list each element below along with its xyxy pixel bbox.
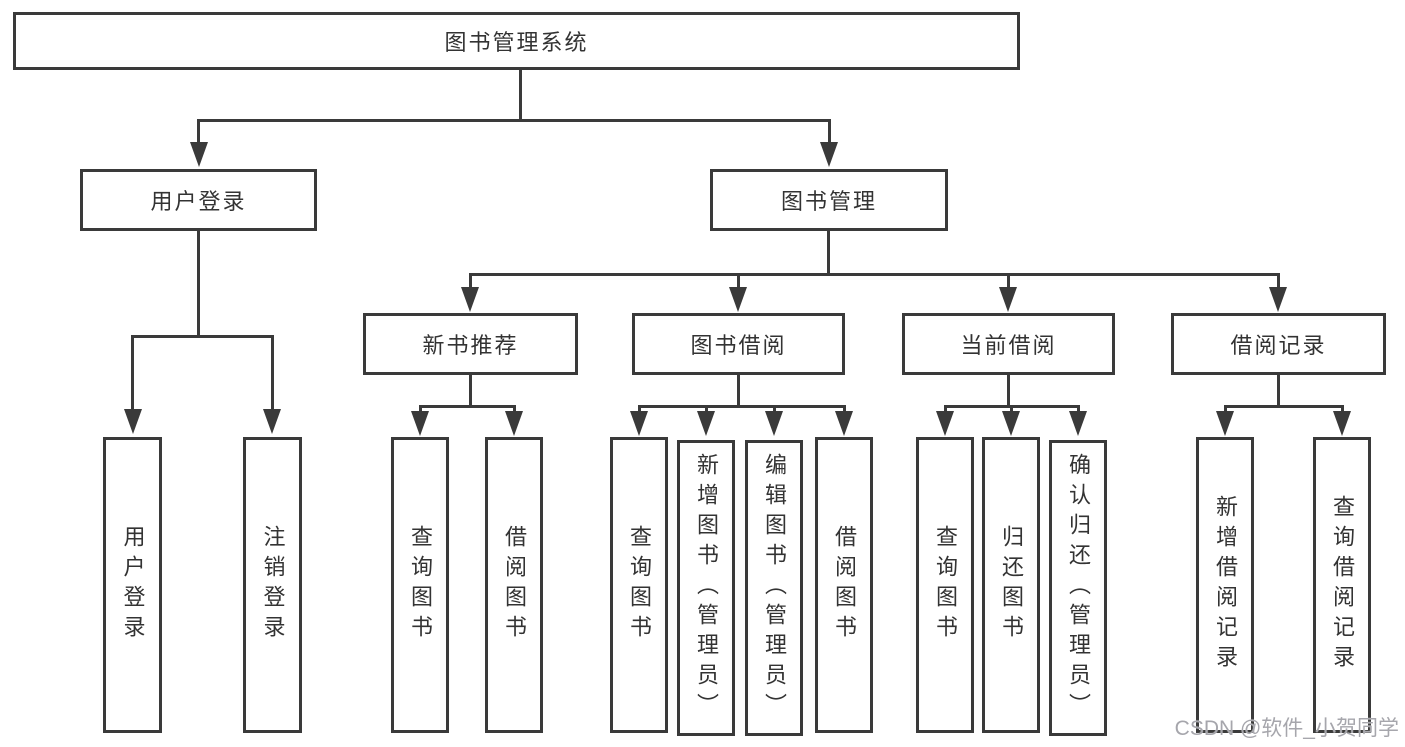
- connector-line: [131, 335, 134, 410]
- connector-line: [1277, 375, 1280, 407]
- node-root-library-system: 图书管理系统: [13, 12, 1020, 70]
- node-borrow-records: 借阅记录: [1171, 313, 1386, 375]
- leaf-query-books-3: 查询图书: [916, 437, 974, 733]
- arrow-down-icon: [697, 411, 715, 436]
- node-new-book-recommend: 新书推荐: [363, 313, 578, 375]
- connector-line: [1077, 405, 1080, 413]
- leaf-borrow-books-2: 借阅图书: [815, 437, 873, 733]
- arrow-down-icon: [124, 409, 142, 434]
- leaf-add-books-admin: 新增图书（管理员）: [677, 440, 735, 736]
- arrow-down-icon: [263, 409, 281, 434]
- connector-line: [1010, 405, 1013, 413]
- arrow-down-icon: [505, 411, 523, 436]
- connector-line: [1007, 273, 1010, 289]
- connector-line: [419, 405, 516, 408]
- arrow-down-icon: [999, 287, 1017, 312]
- arrow-down-icon: [411, 411, 429, 436]
- leaf-query-books-2: 查询图书: [610, 437, 668, 733]
- connector-line: [1341, 405, 1344, 413]
- connector-line: [638, 405, 641, 413]
- leaf-borrow-books-1: 借阅图书: [485, 437, 543, 733]
- connector-line: [519, 70, 522, 122]
- connector-line: [1007, 375, 1010, 407]
- connector-line: [705, 405, 708, 413]
- connector-line: [197, 231, 200, 337]
- arrow-down-icon: [1216, 411, 1234, 436]
- connector-line: [469, 273, 1280, 276]
- connector-line: [513, 405, 516, 413]
- arrow-down-icon: [765, 411, 783, 436]
- arrow-down-icon: [835, 411, 853, 436]
- leaf-query-borrow-record: 查询借阅记录: [1313, 437, 1371, 733]
- connector-line: [131, 335, 274, 338]
- connector-line: [469, 273, 472, 289]
- leaf-confirm-return-admin: 确认归还（管理员）: [1049, 440, 1107, 736]
- arrow-down-icon: [1069, 411, 1087, 436]
- connector-line: [1224, 405, 1344, 408]
- leaf-edit-books-admin: 编辑图书（管理员）: [745, 440, 803, 736]
- arrow-down-icon: [1002, 411, 1020, 436]
- arrow-down-icon: [1333, 411, 1351, 436]
- arrow-down-icon: [936, 411, 954, 436]
- leaf-return-books: 归还图书: [982, 437, 1040, 733]
- connector-line: [944, 405, 947, 413]
- leaf-logout: 注销登录: [243, 437, 302, 733]
- watermark: CSDN @软件_小贺同学: [1174, 717, 1399, 740]
- node-book-management: 图书管理: [710, 169, 948, 231]
- arrow-down-icon: [461, 287, 479, 312]
- connector-line: [773, 405, 776, 413]
- connector-line: [1224, 405, 1227, 413]
- arrow-down-icon: [630, 411, 648, 436]
- arrow-down-icon: [190, 142, 208, 167]
- connector-line: [469, 375, 472, 407]
- connector-line: [197, 119, 200, 144]
- leaf-user-login: 用户登录: [103, 437, 162, 733]
- connector-line: [638, 405, 846, 408]
- node-book-borrow: 图书借阅: [632, 313, 845, 375]
- leaf-add-borrow-record: 新增借阅记录: [1196, 437, 1254, 733]
- leaf-query-books-1: 查询图书: [391, 437, 449, 733]
- connector-line: [419, 405, 422, 413]
- arrow-down-icon: [1269, 287, 1287, 312]
- connector-line: [827, 231, 830, 275]
- connector-line: [737, 273, 740, 289]
- node-user-login: 用户登录: [80, 169, 317, 231]
- node-current-borrow: 当前借阅: [902, 313, 1115, 375]
- connector-line: [828, 119, 831, 144]
- arrow-down-icon: [820, 142, 838, 167]
- arrow-down-icon: [729, 287, 747, 312]
- connector-line: [843, 405, 846, 413]
- connector-line: [197, 119, 831, 122]
- connector-line: [271, 335, 274, 410]
- connector-line: [737, 375, 740, 407]
- connector-line: [1277, 273, 1280, 289]
